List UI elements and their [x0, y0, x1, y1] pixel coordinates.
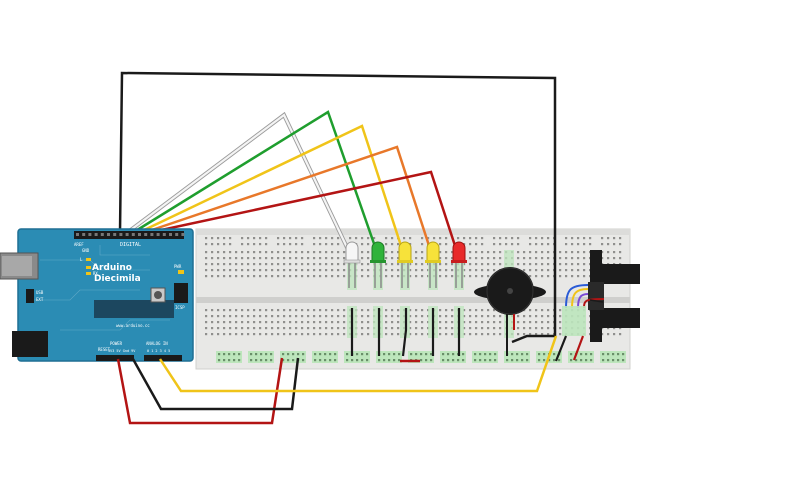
wire-black-top-loop [118, 71, 557, 344]
wire-yellow-analog [158, 335, 558, 393]
leds [343, 241, 467, 288]
yellow-led [397, 241, 413, 288]
pwr-label: PWR [174, 264, 182, 269]
usb-label: USB [36, 290, 44, 295]
power-header [96, 355, 134, 361]
wire-orange [145, 145, 435, 259]
analog-label: ANALOG IN [146, 341, 168, 346]
digital-pins [76, 233, 185, 236]
power-jack [12, 331, 48, 357]
microcontroller-chip [94, 300, 174, 318]
digital-label: DIGITAL [120, 242, 141, 248]
board-name-line2: Diecimila [94, 274, 141, 284]
l-label: L [80, 257, 83, 262]
arduino-board: Arduino Diecimila DIGITAL AREF GND L TX … [0, 228, 194, 362]
power-label: POWER [110, 341, 123, 346]
rx-label: RX [93, 271, 98, 276]
aref-label: AREF [74, 242, 84, 247]
wire-white [127, 113, 353, 259]
red-led [451, 241, 467, 288]
pcb-traces [30, 245, 170, 331]
wire-yellow [139, 124, 407, 259]
sensor-breadboard-highlight [562, 306, 586, 336]
gnd-label: GND [82, 248, 90, 253]
green-led [370, 241, 386, 288]
wire-red-signal [151, 170, 461, 259]
bottom-wires [116, 335, 558, 425]
icsp-label: ICSP [175, 305, 185, 310]
analog-pin-labels: 0 1 2 3 4 5 [147, 349, 170, 353]
led-ground-wires [350, 308, 461, 363]
url-label: www.arduino.cc [116, 323, 150, 328]
piezo-buzzer [474, 267, 546, 356]
rx-led [86, 272, 91, 275]
power-pin-labels: 3V3 5V Gnd 9V [108, 349, 136, 353]
white-led [343, 241, 361, 288]
l-led [86, 258, 91, 261]
reset-label: RESET [98, 347, 111, 352]
board-name-line1: Arduino [92, 263, 132, 273]
signal-wires [126, 110, 461, 259]
analog-header [144, 355, 182, 361]
wire-green [133, 110, 381, 259]
icsp-header [174, 283, 188, 303]
breadboard [195, 228, 631, 370]
power-select-jumper [26, 289, 34, 303]
breadboard-top-edge [196, 229, 630, 235]
ext-label: EXT [36, 297, 44, 302]
pwr-led [178, 270, 184, 274]
infrared-receiver [554, 250, 640, 362]
tx-led [86, 266, 91, 269]
digital-header [74, 231, 184, 239]
wire-black-ground [131, 357, 300, 411]
yellow-led [425, 241, 441, 288]
tx-label: TX [93, 265, 98, 270]
